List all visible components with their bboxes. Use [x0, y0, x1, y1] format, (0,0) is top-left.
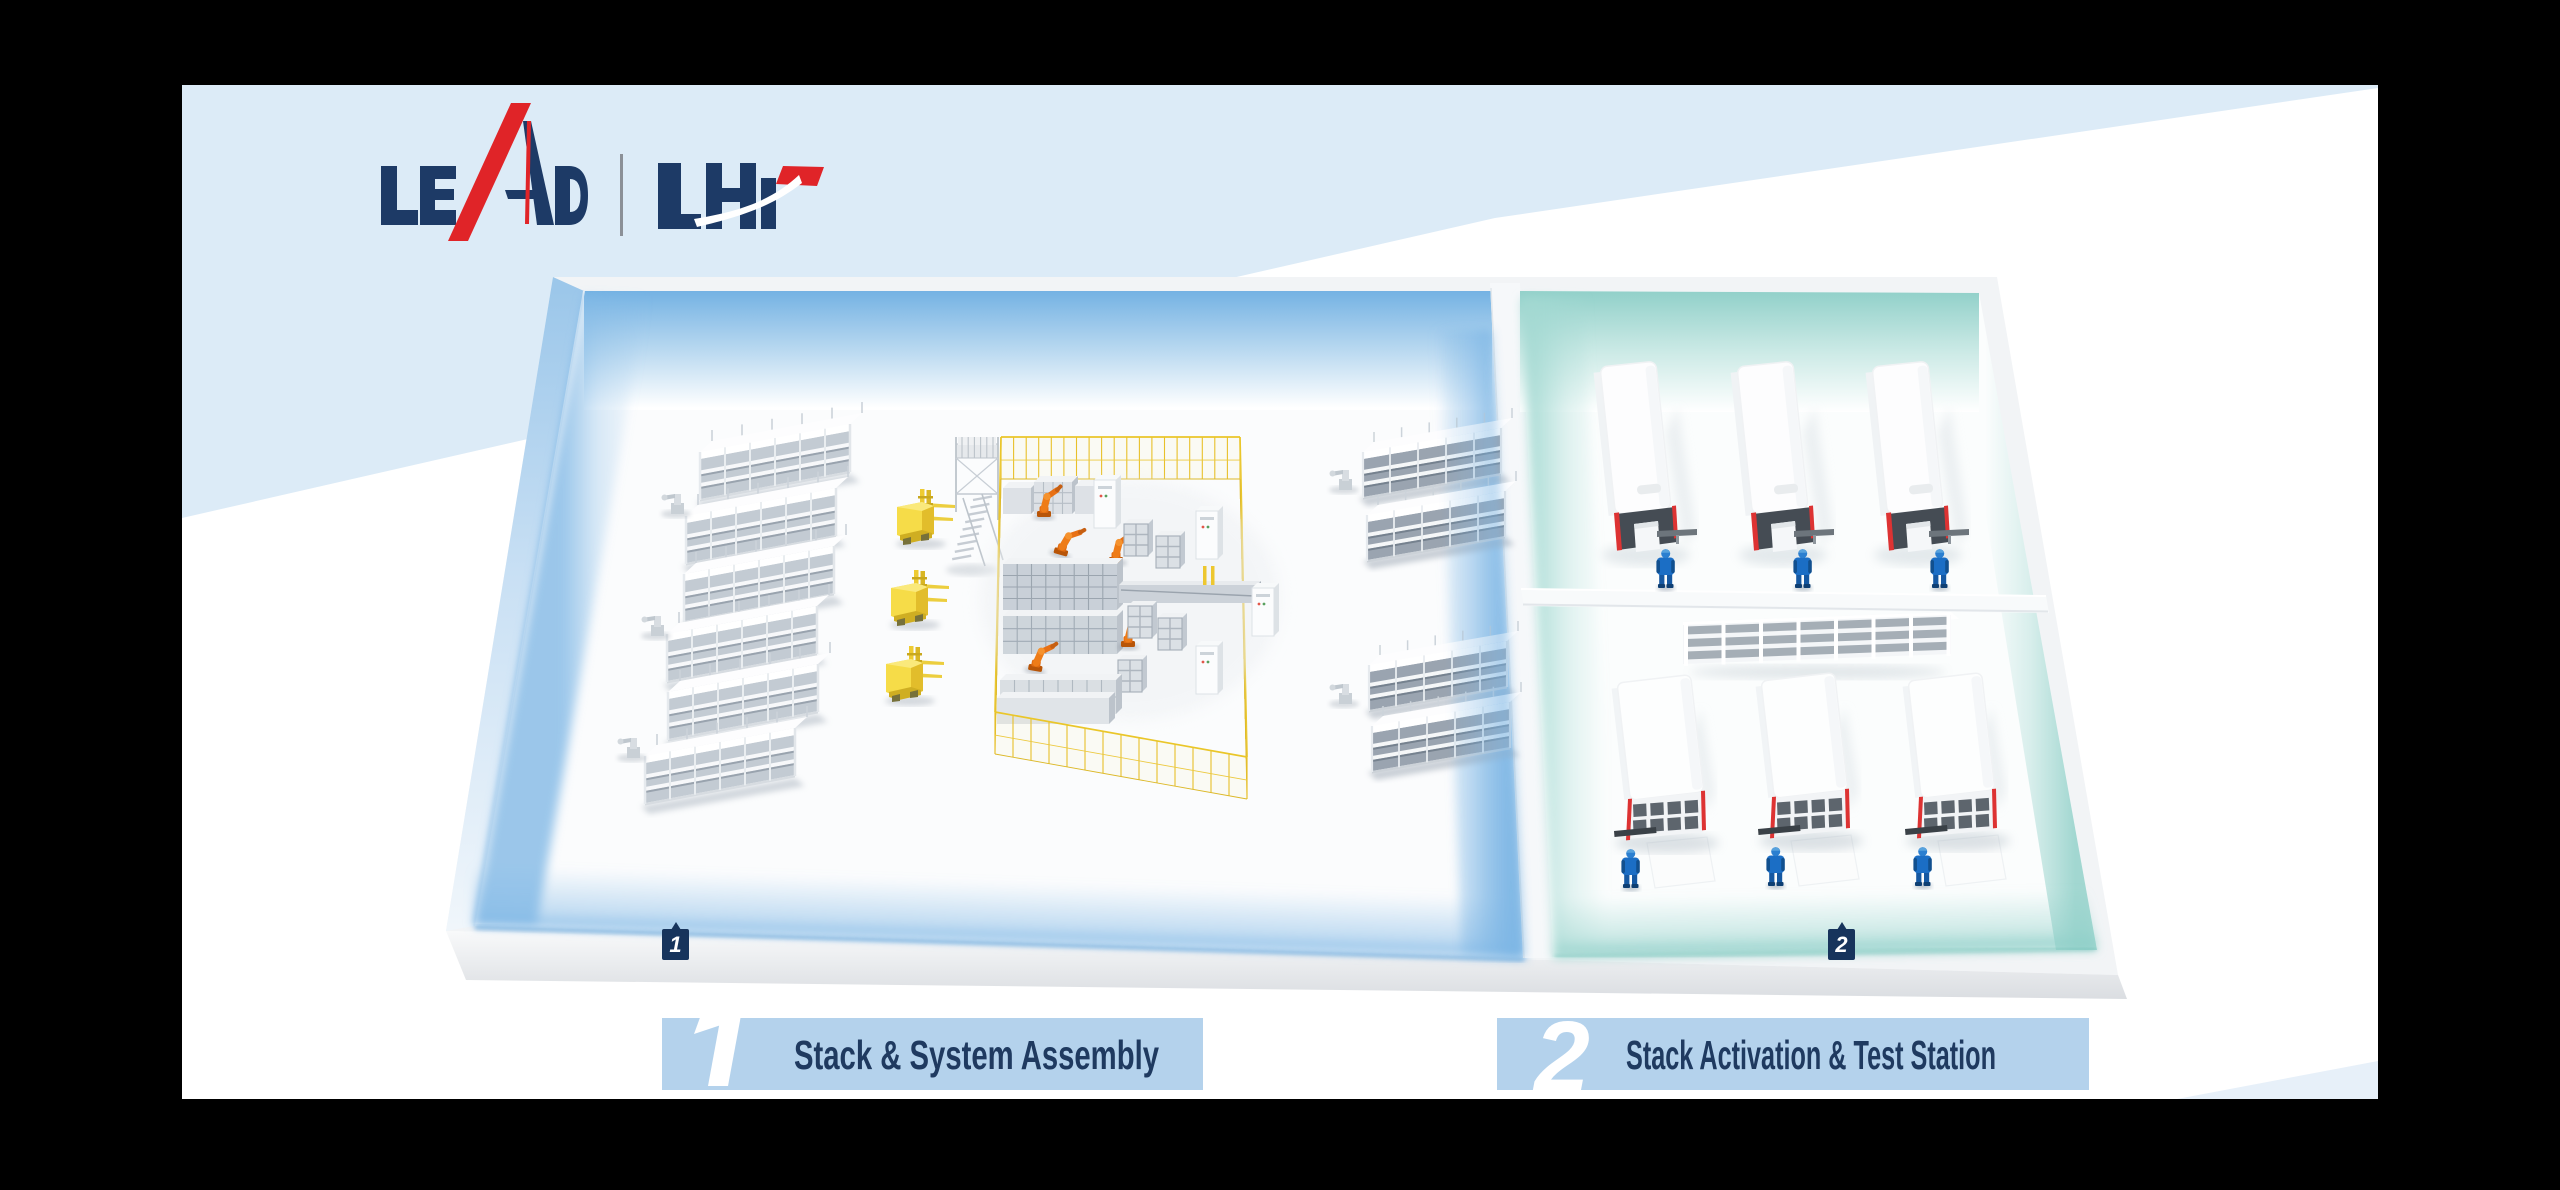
svg-text:2: 2 — [1532, 1001, 1590, 1113]
svg-text:1: 1 — [669, 932, 681, 957]
svg-text:Stack Activation & Test Statio: Stack Activation & Test Station — [1626, 1032, 1996, 1078]
svg-text:Stack & System Assembly: Stack & System Assembly — [794, 1032, 1159, 1078]
svg-text:2: 2 — [1834, 932, 1848, 957]
